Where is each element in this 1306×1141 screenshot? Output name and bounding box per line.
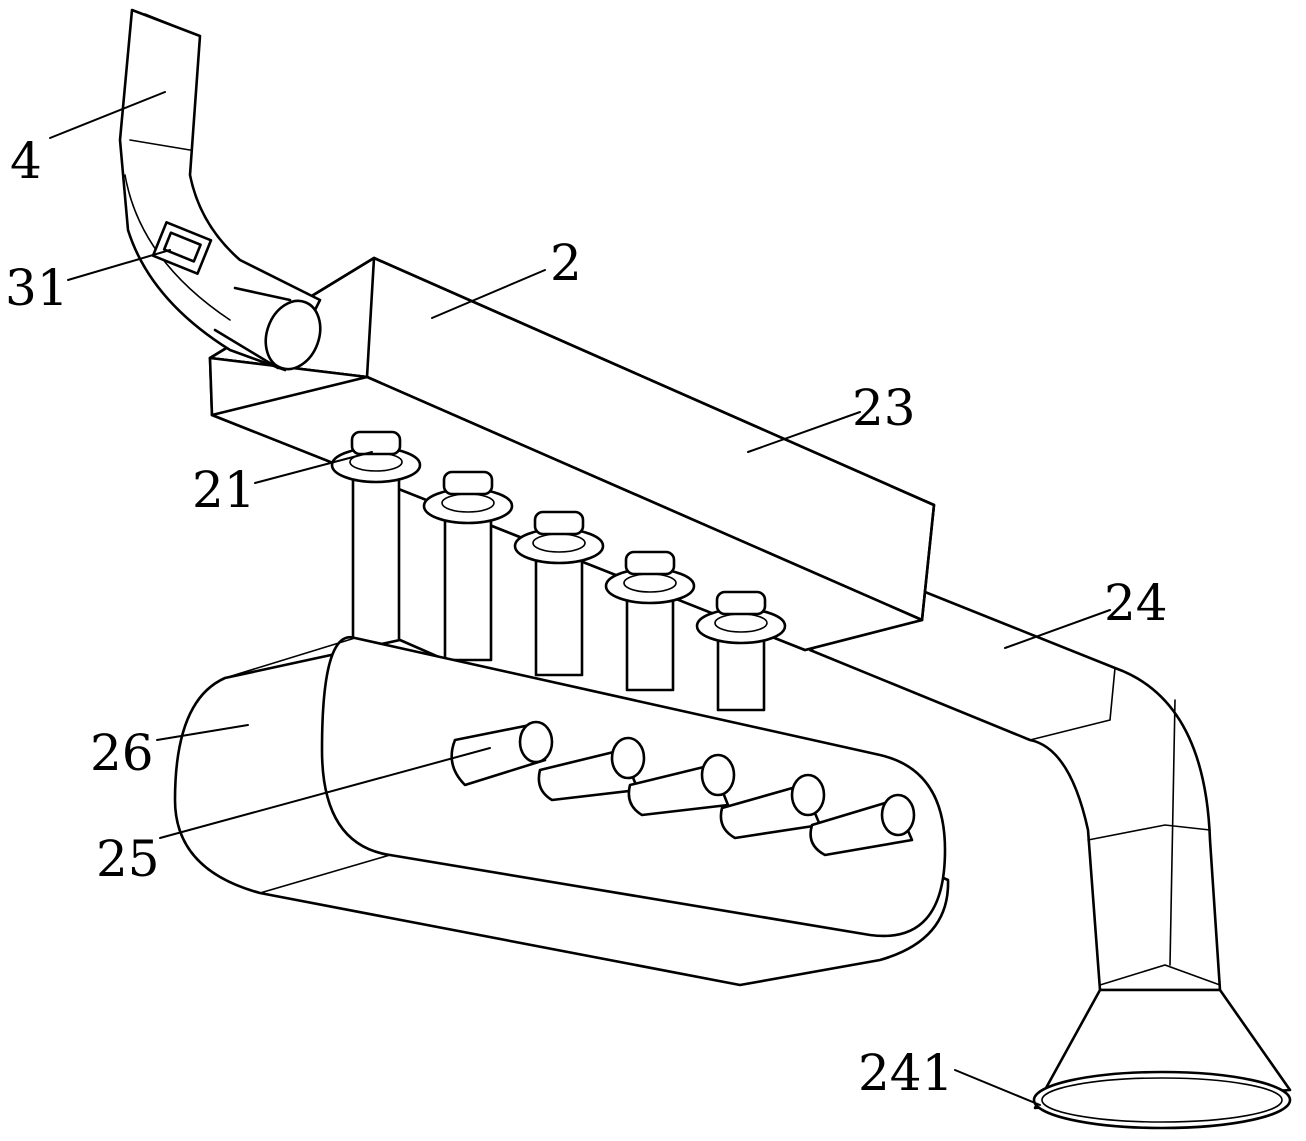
label-23: 23 (852, 379, 916, 437)
label-24: 24 (1104, 574, 1168, 632)
roller (809, 793, 916, 857)
leader-24 (1004, 609, 1111, 649)
leader-31 (67, 249, 171, 281)
leader-lines (49, 91, 1111, 1106)
drum (173, 635, 950, 987)
leader-241 (954, 1069, 1041, 1106)
nozzle (695, 590, 787, 712)
nozzle-row (330, 430, 787, 712)
label-4: 4 (10, 132, 42, 190)
label-31: 31 (5, 259, 69, 317)
leader-4 (49, 91, 166, 139)
nozzle (422, 470, 514, 662)
label-2: 2 (550, 234, 582, 292)
clamp (151, 221, 213, 275)
outlet-pipe (808, 586, 1222, 992)
roller (537, 736, 646, 802)
leader-2 (431, 269, 546, 319)
leader-26 (156, 724, 249, 741)
label-26: 26 (90, 724, 154, 782)
feed-tube (118, 8, 322, 372)
nozzle (330, 430, 422, 647)
roller (627, 753, 736, 817)
label-241: 241 (858, 1044, 953, 1102)
nozzle (513, 510, 605, 677)
roller (450, 720, 554, 787)
label-25: 25 (96, 830, 160, 888)
nozzle (604, 550, 696, 692)
roller (719, 773, 826, 840)
roller-row (450, 720, 916, 857)
leader-25 (159, 747, 491, 839)
label-21: 21 (192, 461, 256, 519)
bell-mouth (1032, 988, 1292, 1130)
leader-21 (254, 451, 373, 484)
leader-23 (747, 411, 861, 453)
